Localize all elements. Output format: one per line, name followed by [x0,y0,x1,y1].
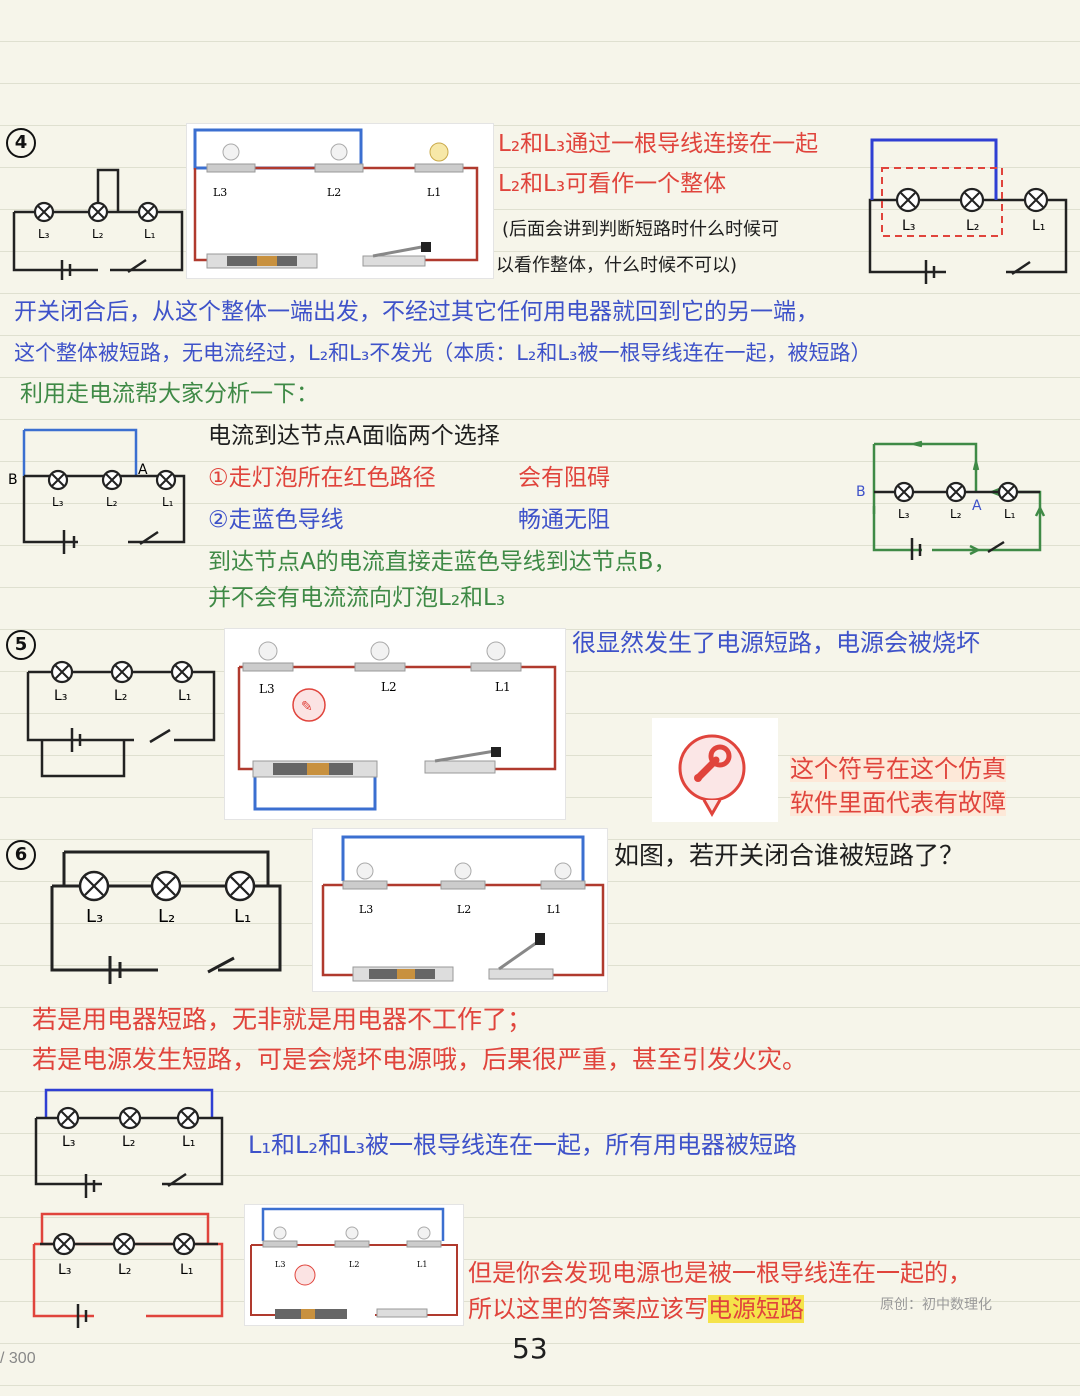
aside-line-2: 以看作整体，什么时候不可以) [496,255,738,276]
lamp-label: L₃ [54,688,67,704]
fault-note-1: 这个符号在这个仿真 [790,755,1006,783]
option-1-result: 会有阻碍 [518,465,610,491]
circuit-diagram-node: B A L₃ L₂ L₁ [8,428,186,554]
option-2: ②走蓝色导线 [208,507,344,533]
lamp-label: L₃ [86,906,103,927]
simulation-panel-5: L3 L2 L1 ✎ [224,628,566,820]
lamp-label: L₃ [52,495,64,509]
final-line-1: 但是你会发现电源也是被一根导线连在一起的， [468,1259,972,1287]
lamp-label: L₂ [106,495,118,509]
page-number: 53 [512,1332,548,1365]
page-counter: / 300 [0,1350,36,1367]
lamp-label: L₂ [966,218,979,234]
circuit-diagram-6-red: L₃ L₂ L₁ [32,1212,224,1328]
section-5-note: 很显然发生了电源短路，电源会被烧坏 [572,629,980,657]
node-a-label: A [138,462,148,478]
lamp-label: L₁ [144,227,156,241]
photo-lamp-label: L2 [349,1260,359,1269]
note-l2-l3-connected: L₂和L₃通过一根导线连接在一起 [498,131,819,157]
final-answer-highlight: 电源短路 [708,1295,804,1323]
circuit-diagram-4: L₃ L₂ L₁ [12,168,184,280]
explain-line-1: 开关闭合后，从这个整体一端出发，不经过其它任何用电器就回到它的另一端， [14,299,819,325]
photo-lamp-label: L3 [259,682,275,696]
photo-lamp-label: L1 [547,903,561,916]
watermark: 原创：初中数理化 [880,1297,992,1313]
section-number-5: 5 [6,630,36,660]
photo-lamp-label: L3 [359,903,373,916]
lamp-label: L₂ [118,1262,131,1278]
node-b-label: B [8,472,18,488]
explain-line-2: 这个整体被短路，无电流经过，L₂和L₃不发光（本质：L₂和L₃被一根导线连在一起… [14,341,872,365]
node-intro: 电流到达节点A面临两个选择 [208,423,500,449]
photo-lamp-label: L2 [457,903,471,916]
answer-line-2: 若是电源发生短路，可是会烧坏电源哦，后果很严重，甚至引发火灾。 [32,1045,808,1074]
final-line-2: 所以这里的答案应该写电源短路 [468,1295,804,1323]
lamp-label: L₁ [234,906,251,927]
note-l2-l3-whole: L₂和L₃可看作一个整体 [498,171,727,197]
photo-lamp-label: L3 [213,186,227,199]
lamp-label: L₁ [178,688,191,704]
method-line: 利用走电流帮大家分析一下： [20,381,319,407]
lamp-label: L₃ [902,218,915,234]
conclusion-line-1: 到达节点A的电流直接走蓝色导线到达节点B， [208,549,677,575]
section-6-question: 如图，若开关闭合谁被短路了？ [614,841,965,870]
svg-text:✎: ✎ [301,699,313,715]
lamp-label: L₁ [182,1134,195,1150]
section-number-6: 6 [6,840,36,870]
lamp-label: L₁ [162,495,174,509]
photo-lamp-label: L1 [427,186,441,199]
circuit-diagram-6-blue: L₃ L₂ L₁ [34,1088,224,1198]
conclusion-line-2: 并不会有电流流向灯泡L₂和L₃ [208,585,506,611]
photo-lamp-label: L3 [275,1260,285,1269]
current-flow-diagram: B A L₃ L₂ L₁ [856,440,1046,560]
lamp-label: L₁ [1004,507,1016,521]
lamp-label: L₃ [58,1262,71,1278]
section-number-4: 4 [6,128,36,158]
option-2-result: 畅通无阻 [518,507,610,533]
photo-lamp-label: L2 [381,680,397,694]
aside-line-1: (后面会讲到判断短路时什么时候可 [502,219,780,240]
photo-lamp-label: L1 [417,1260,427,1269]
photo-lamp-label: L2 [327,186,341,199]
simulation-panel-6b: L3 L2 L1 [244,1204,464,1326]
lamp-label: L₃ [898,507,910,521]
lamp-label: L₁ [1032,218,1045,234]
lamp-label: L₃ [62,1134,75,1150]
answer-line-1: 若是用电器短路，无非就是用电器不工作了； [32,1005,533,1034]
lamp-label: L₂ [950,507,962,521]
fault-icon-panel [652,718,778,822]
circuit-diagram-6: L₃ L₂ L₁ [50,850,282,984]
lamp-label: L₂ [92,227,104,241]
node-a-label: A [972,498,982,514]
node-b-label: B [856,484,866,500]
final-line-2-text: 所以这里的答案应该写 [468,1295,708,1323]
wrench-icon [694,744,732,782]
circuit-diagram-5: L₃ L₂ L₁ [26,660,216,778]
lamp-label: L₁ [180,1262,193,1278]
lamp-label: L₂ [122,1134,135,1150]
lamp-label: L₂ [114,688,127,704]
circuit-diagram-4-boxed: L₃ L₂ L₁ [868,138,1068,284]
simulation-panel-6: L3 L2 L1 [312,828,608,992]
lamp-label: L₃ [38,227,50,241]
option-1: ①走灯泡所在红色路径 [208,465,436,491]
all-shorted-note: L₁和L₂和L₃被一根导线连在一起，所有用电器被短路 [248,1131,797,1159]
fault-note-2: 软件里面代表有故障 [790,789,1006,817]
lamp-label: L₂ [158,906,175,927]
simulation-panel-4: L3 L2 L1 [186,123,494,279]
photo-lamp-label: L1 [495,680,511,694]
